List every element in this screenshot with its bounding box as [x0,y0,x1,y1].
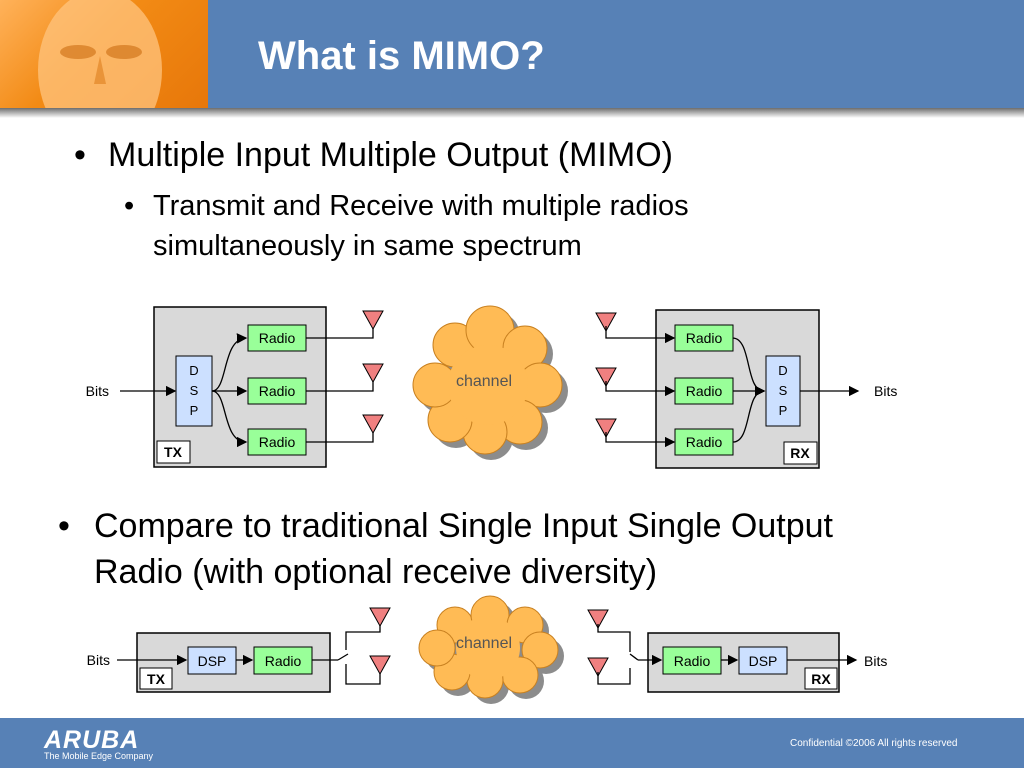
mimo-tx-radio-2-label: Radio [259,383,296,399]
mimo-bits-right: Bits [874,383,897,399]
bullet-siso-line1: Compare to traditional Single Input Sing… [94,507,834,545]
antenna-icon [587,657,609,678]
company-logo: ARUBA [44,726,140,754]
antenna-icon [369,655,391,676]
siso-rx-radio-label: Radio [674,653,711,669]
mimo-rx-radio-2-label: Radio [686,383,723,399]
mimo-bits-left: Bits [86,383,109,399]
bullet-glyph: • [74,136,86,174]
siso-bits-right: Bits [864,653,887,669]
company-tagline: The Mobile Edge Company [44,751,154,761]
siso-tx-label: TX [147,671,166,687]
bullet-mimo-text: Multiple Input Multiple Output (MIMO) [108,136,673,174]
antenna-icon [595,367,617,388]
sub-bullet-line1: Transmit and Receive with multiple radio… [153,190,689,222]
mimo-tx-dsp-s: S [190,383,199,398]
mimo-rx-label: RX [790,445,810,461]
mimo-rx-radio-1 [674,324,734,352]
mimo-tx-radio-1 [247,324,307,352]
siso-rx-block: Radio DSP Bits RX [587,609,887,693]
bullet-siso-line2: Radio (with optional receive diversity) [94,553,658,591]
siso-channel-label: channel [456,635,512,652]
footer-bar [0,718,1024,768]
siso-rx-dsp [738,646,788,675]
header-face-image [0,0,208,108]
confidential-notice: Confidential ©2006 All rights reserved [790,738,958,749]
siso-tx-radio [253,646,313,675]
antenna-icon [369,607,391,628]
mimo-rx-dsp [765,355,801,427]
antenna-icon [362,310,384,331]
antenna-icon [362,414,384,435]
mimo-tx-block: Bits D S P Radio Radio Radio TX [86,306,384,468]
sub-bullet-line2: simultaneously in same spectrum [153,230,582,262]
mimo-tx-label: TX [164,444,183,460]
siso-rx-radio [662,646,722,675]
mimo-tx-radio-3-label: Radio [259,434,296,450]
siso-bits-left: Bits [87,652,110,668]
mimo-tx-dsp-d: D [189,363,198,378]
mimo-rx-dsp-p: P [779,403,788,418]
mimo-tx-radio-2 [247,377,307,405]
mimo-rx-radio-3-label: Radio [686,434,723,450]
mimo-rx-dsp-s: S [779,383,788,398]
mimo-rx-radio-3 [674,428,734,456]
siso-tx-dsp [187,646,237,675]
siso-channel-cloud: channel [418,595,564,704]
mimo-channel-label: channel [456,373,512,390]
mimo-rx-dsp-d: D [778,363,787,378]
mimo-tx-radio-3 [247,428,307,456]
mimo-rx-radio-1-label: Radio [686,330,723,346]
slide-title: What is MIMO? [258,34,545,78]
sub-bullet-glyph: • [124,190,135,222]
antenna-icon [587,609,609,630]
siso-rx-label: RX [811,671,831,687]
mimo-rx-block: Radio Radio Radio D S P Bits RX [595,309,897,469]
antenna-icon [595,418,617,439]
bullet-glyph: • [58,507,70,545]
antenna-icon [595,312,617,333]
antenna-icon [362,363,384,384]
mimo-tx-dsp-p: P [190,403,199,418]
siso-tx-block: Bits DSP Radio TX [87,607,391,693]
mimo-tx-dsp [175,355,213,427]
mimo-tx-radio-1-label: Radio [259,330,296,346]
header-shadow [0,108,1024,118]
siso-tx-radio-label: Radio [265,653,302,669]
siso-rx-dsp-label: DSP [749,653,778,669]
mimo-rx-radio-2 [674,377,734,405]
mimo-channel-cloud: channel [412,305,568,460]
siso-tx-dsp-label: DSP [198,653,227,669]
face-graphic [38,0,162,108]
